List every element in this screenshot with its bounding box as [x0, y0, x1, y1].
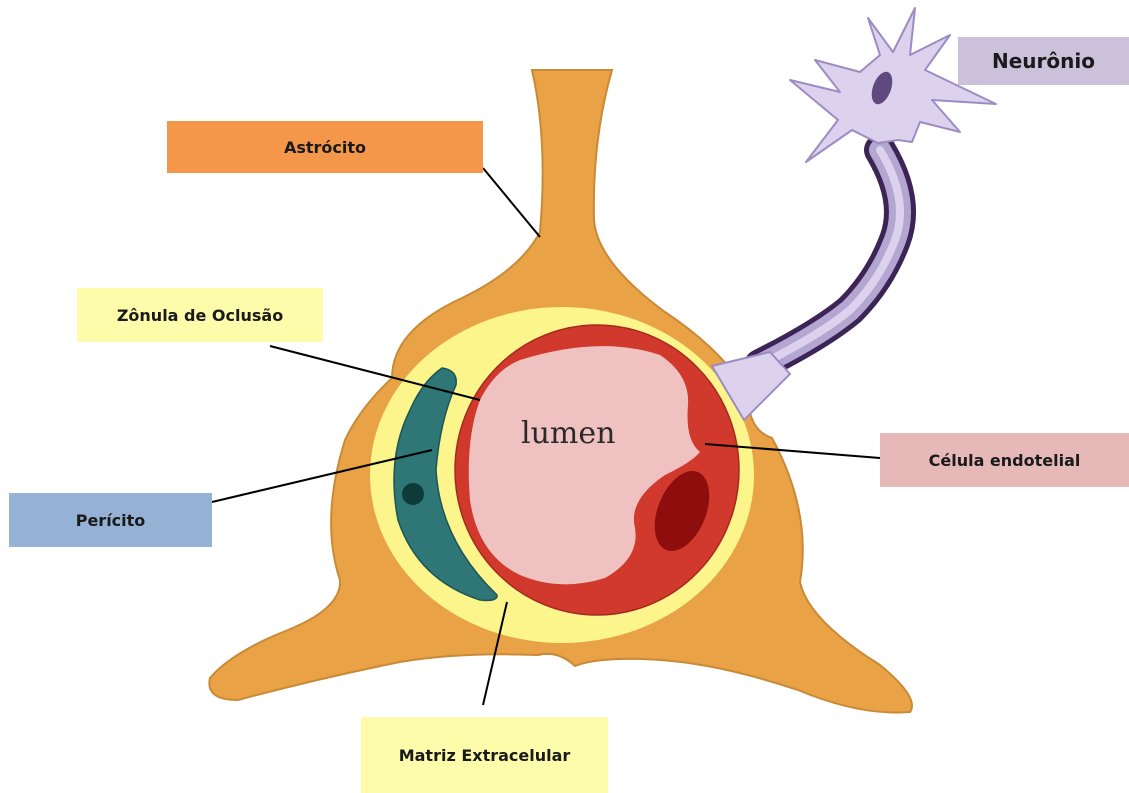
pericyte-nucleus: [402, 483, 424, 505]
label-zonula-de-oclusao: Zônula de Oclusão: [77, 288, 323, 342]
leader-line-astrocito: [483, 168, 540, 237]
neuron-soma: [790, 8, 996, 162]
label-celula-endotelial: Célula endotelial: [880, 433, 1129, 487]
lumen-label: lumen: [521, 416, 615, 451]
label-pericito: Perícito: [9, 493, 212, 547]
label-matriz-extracelular: Matriz Extracelular: [361, 717, 608, 793]
label-neuronio: Neurônio: [958, 37, 1129, 85]
neuron-axon: [760, 150, 900, 365]
label-astrocito: Astrócito: [167, 121, 483, 173]
